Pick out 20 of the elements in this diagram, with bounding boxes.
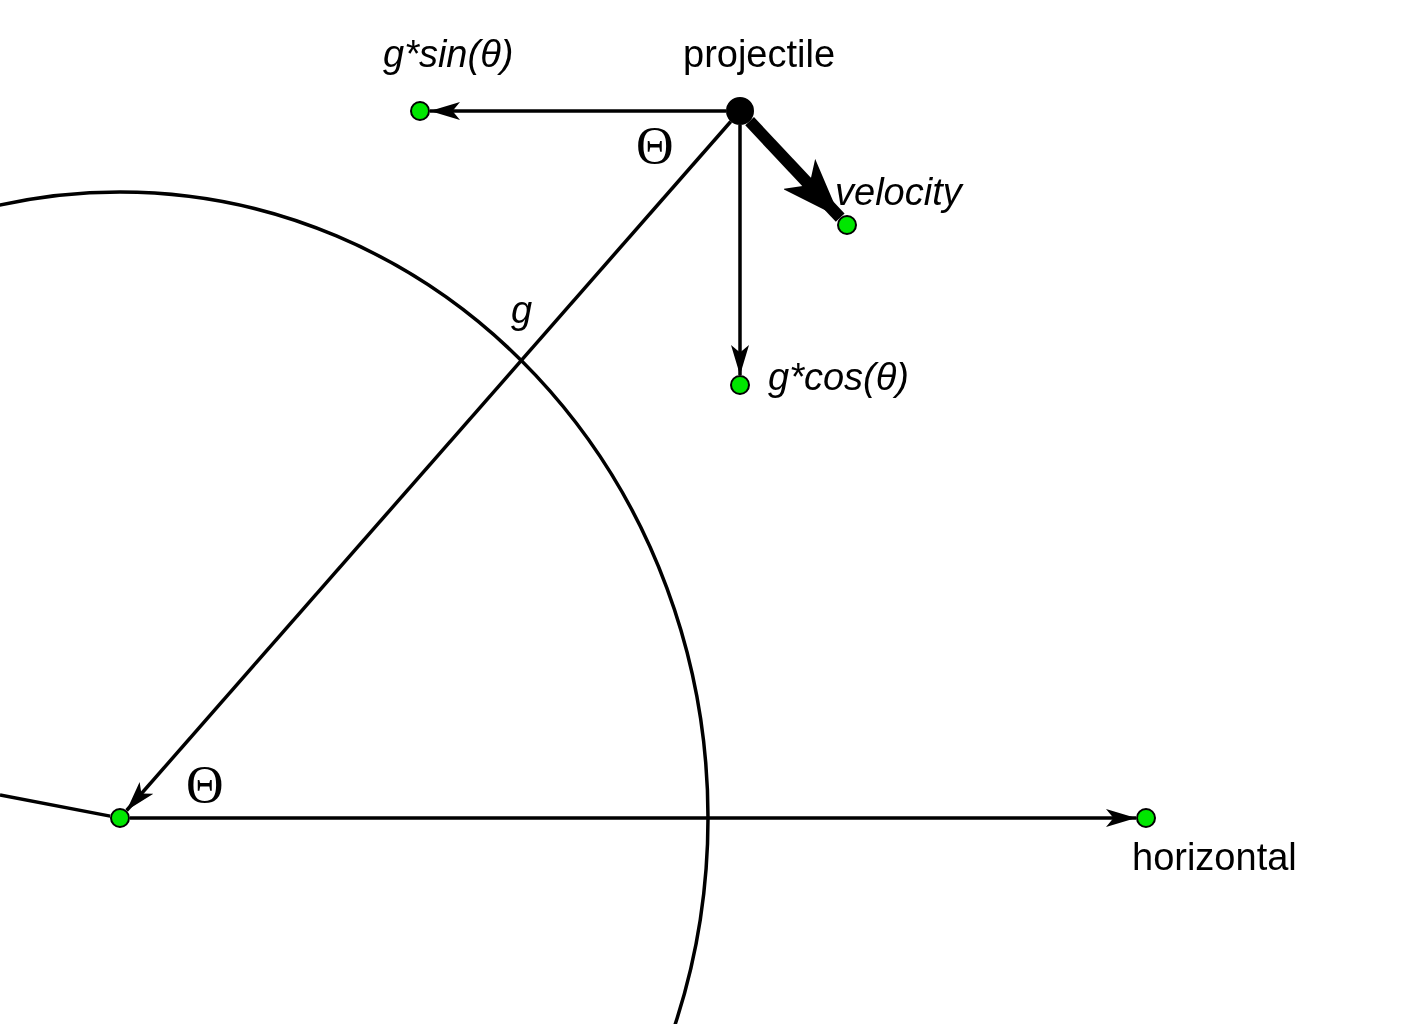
line — [0, 793, 111, 818]
angle-label: Θ — [186, 757, 224, 813]
point-marker — [110, 808, 130, 828]
arrow — [430, 102, 726, 120]
point-label: g*cos(θ) — [768, 355, 909, 399]
point-marker — [1136, 808, 1156, 828]
edge-label: g — [511, 288, 533, 332]
point-marker — [726, 97, 754, 125]
arrow — [125, 120, 733, 812]
point-marker — [410, 101, 430, 121]
point-label: projectile — [683, 32, 836, 76]
angle-label: Θ — [636, 118, 674, 174]
point-label: g*sin(θ) — [383, 32, 514, 76]
point-label: velocity — [835, 170, 962, 214]
point-marker — [837, 215, 857, 235]
point-marker — [730, 375, 750, 395]
arrow — [130, 809, 1136, 827]
arrow — [731, 125, 749, 375]
point-label: horizontal — [1132, 835, 1297, 879]
arrow — [745, 117, 845, 222]
